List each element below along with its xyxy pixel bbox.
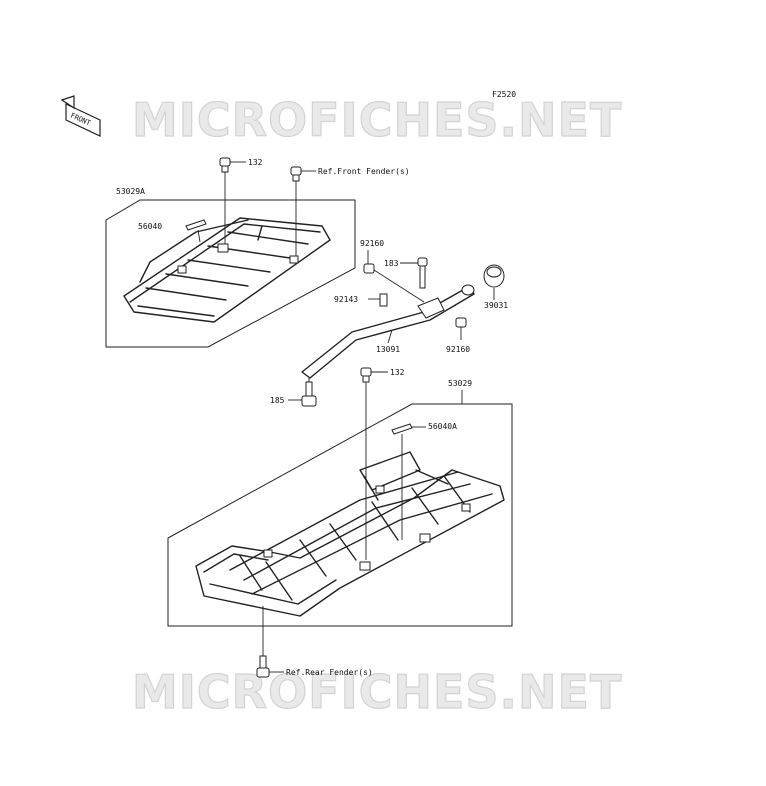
label-185: 185 [270,396,285,405]
label-part-56040-icon [185,219,207,231]
label-132-front: 132 [248,158,263,167]
watermark-bottom: MICROFICHES.NET [132,665,622,719]
rear-carrier [195,451,505,617]
label-92160-b: 92160 [446,345,470,354]
label-92160-a: 92160 [360,239,384,248]
cap-39031-icon [483,264,505,288]
label-53029A: 53029A [116,187,145,196]
watermark-top: MICROFICHES.NET [132,93,622,147]
front-arrow-icon: FRONT [60,95,101,137]
label-part-56040A-icon [391,423,413,435]
stay-13091 [301,284,475,379]
collar-92160-a-icon [363,263,375,274]
label-39031: 39031 [484,301,508,310]
label-183: 183 [384,259,399,268]
label-132-rear: 132 [390,368,405,377]
bolt-183-icon [417,257,428,289]
bolt-ref-front-icon [290,166,302,182]
label-53029: 53029 [448,379,472,388]
front-carrier-box [105,199,356,348]
rear-carrier-box [167,403,513,627]
front-carrier [123,217,331,323]
bolt-ref-rear-icon [256,655,270,678]
label-ref-front-fender: Ref.Front Fender(s) [318,167,410,176]
label-92143: 92143 [334,295,358,304]
figure-code: F2520 [492,90,516,99]
label-56040: 56040 [138,222,162,231]
label-ref-rear-fender: Ref.Rear Fender(s) [286,668,373,677]
bolt-185-icon [301,381,317,407]
bolt-132-rear-icon [360,367,372,383]
label-13091: 13091 [376,345,400,354]
collar-92160-b-icon [455,317,467,328]
pin-92143-icon [379,293,388,307]
bolt-132-front-icon [219,157,231,173]
label-56040A: 56040A [428,422,457,431]
